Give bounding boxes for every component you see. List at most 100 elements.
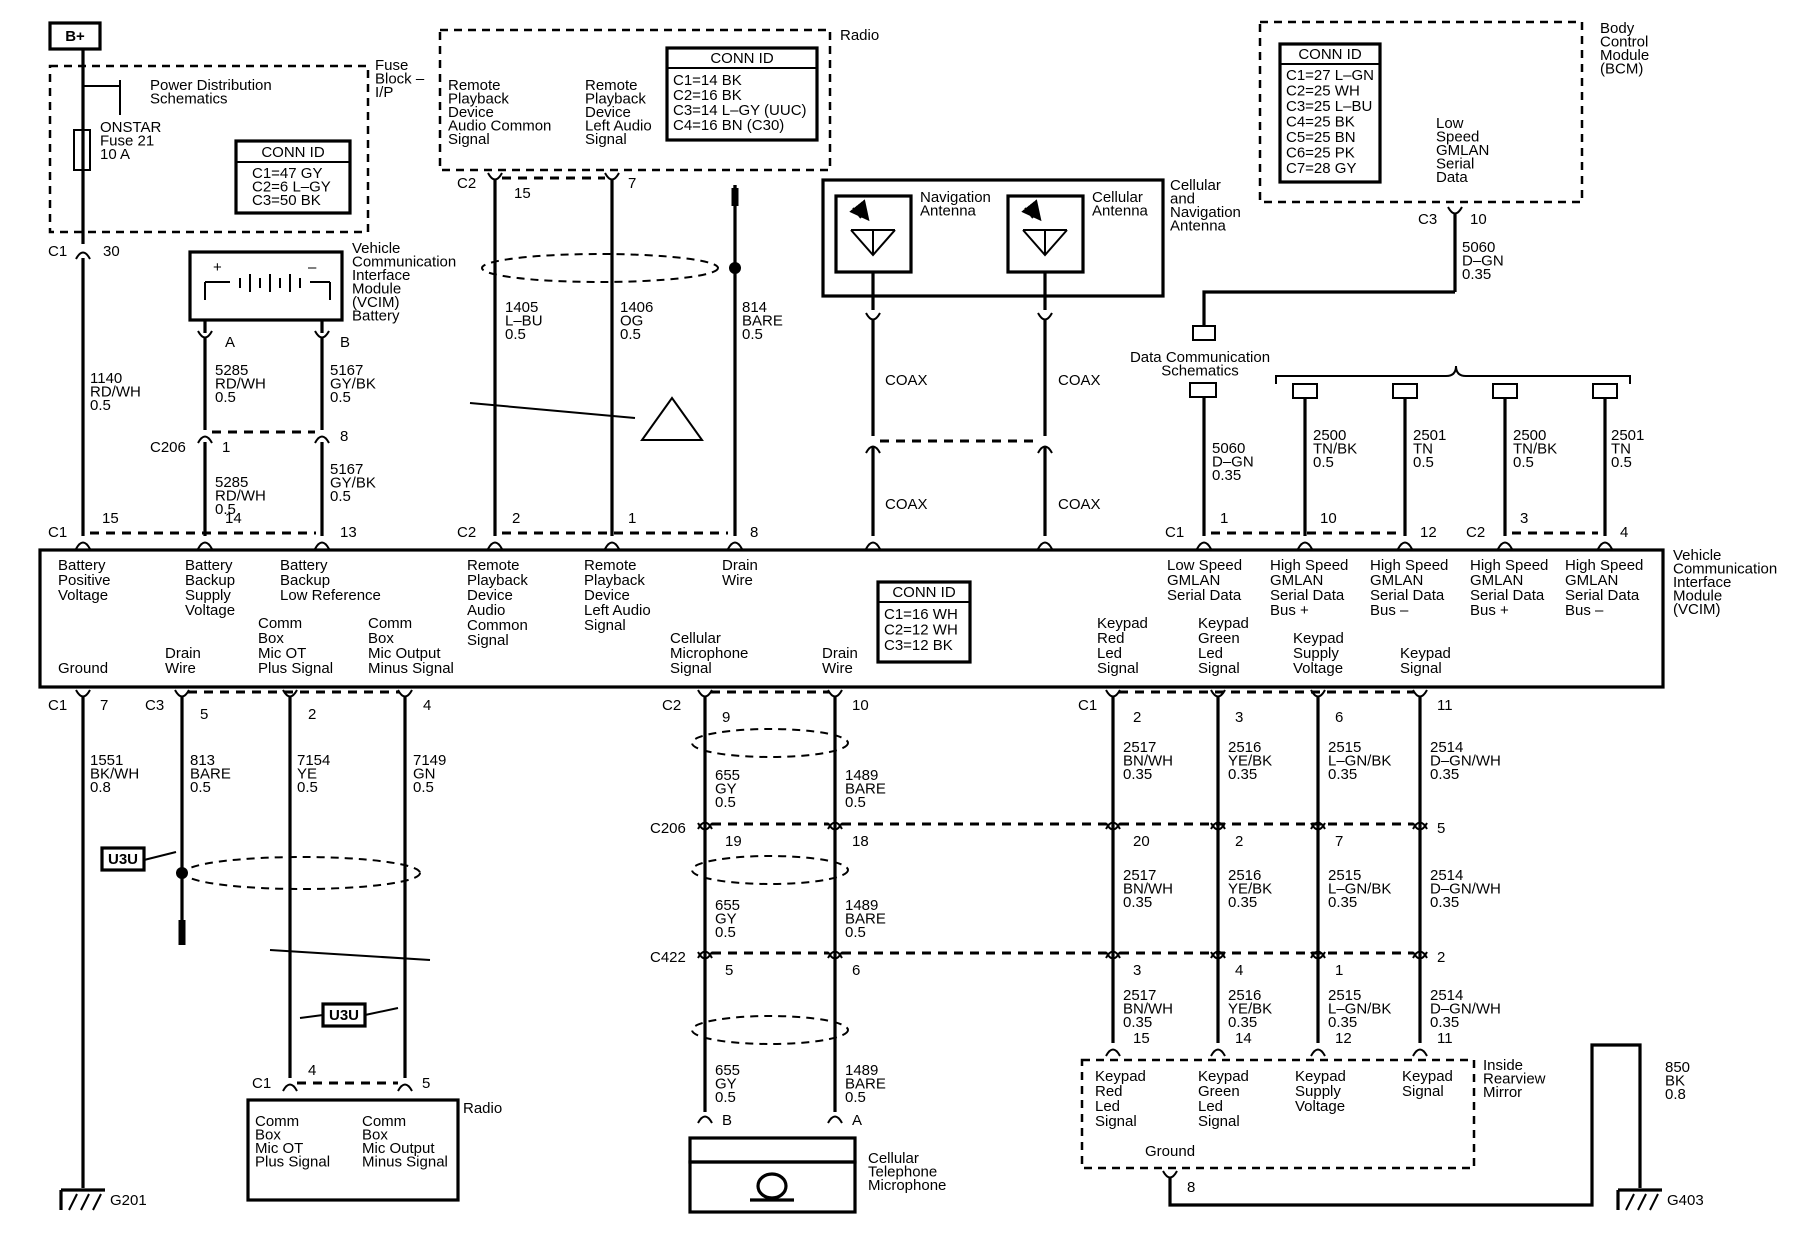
wire-label-2517: 2517: [1123, 867, 1156, 884]
pin-number: 1: [628, 510, 636, 527]
wire-label-2516: YE/BK: [1228, 753, 1272, 770]
vcim-pin-label: Green: [1198, 630, 1240, 647]
conn-c2: C2: [1466, 524, 1485, 541]
vcim-pin-label: Device: [584, 587, 630, 604]
vcim-pin-label: Battery: [58, 557, 106, 574]
fuse-conn-id-title: CONN ID: [261, 144, 325, 161]
wire-label-7154: YE: [297, 766, 317, 783]
bcm-signal: Low: [1436, 115, 1464, 132]
antenna-box: [821, 178, 1165, 298]
connector-pin: [1037, 312, 1053, 321]
pin-number: B: [340, 334, 350, 351]
fuse-conn-id-line: C2=6 L–GY: [252, 179, 331, 196]
wire-label-2500: 0.5: [1313, 454, 1334, 471]
wire-label-2501: TN: [1413, 441, 1433, 458]
shield-radio: [481, 253, 719, 283]
wire-label-814: BARE: [742, 313, 783, 330]
battery-title: Communication: [352, 254, 456, 271]
wire-label-1489: 0.5: [845, 794, 866, 811]
microphone-title: Cellular: [868, 1150, 919, 1167]
wire-label-2514: 2514: [1430, 739, 1463, 756]
wire-label-2501: 0.5: [1413, 454, 1434, 471]
conn-c1: C1: [48, 524, 67, 541]
mirror-pin: [1105, 1048, 1121, 1057]
pin-number: 4: [1235, 962, 1243, 979]
wire-label-1489: 0.5: [845, 924, 866, 941]
vcim-title: Vehicle: [1673, 547, 1721, 564]
mirror-pin-label: Signal: [1198, 1113, 1240, 1130]
vcim-pin-label: Remote: [467, 557, 520, 574]
ground-hatch: [1625, 1193, 1635, 1211]
wire-label-1406: 1406: [620, 299, 653, 316]
data-communication-schematics: Schematics: [1161, 363, 1239, 380]
connector-pin: [75, 251, 91, 260]
u3u-label: U3U: [329, 1007, 359, 1024]
pin-number: 20: [1133, 833, 1150, 850]
mirror-pin: [1412, 1048, 1428, 1057]
wire-label-5167: GY/BK: [330, 475, 376, 492]
battery-plus: +: [213, 259, 222, 276]
vcim-pin-label: Mic OT: [258, 645, 306, 662]
fuse-21: [73, 129, 91, 171]
fuse-block-title: I/P: [375, 84, 393, 101]
vcim-pin-label: Bus –: [1565, 602, 1604, 619]
vcim-pin-label: Bus +: [1270, 602, 1309, 619]
connector-pin: [827, 951, 843, 960]
radio-sig-left: Remote: [585, 77, 638, 94]
vcim-pin-label: Serial Data: [1167, 587, 1242, 604]
pin-number: 15: [514, 185, 531, 202]
coax-pin: [1037, 541, 1053, 550]
radio-conn-id-title: CONN ID: [710, 50, 774, 67]
nav-antenna-label: Antenna: [920, 203, 977, 220]
pin-number: 5: [422, 1075, 430, 1092]
wire-label-2501: 2501: [1413, 427, 1446, 444]
wire-label-2514: D–GN/WH: [1430, 1001, 1501, 1018]
wire-label-1489: BARE: [845, 1076, 886, 1093]
wire-label-1551: BK/WH: [90, 766, 139, 783]
vcim-top-pin: [1397, 541, 1413, 550]
conn-c1: C1: [1165, 524, 1184, 541]
pin-number: 11: [1437, 1030, 1453, 1047]
wire-label-5167: 5167: [330, 461, 363, 478]
pin-number: 5: [725, 962, 733, 979]
wire-label-5167: 5167: [330, 362, 363, 379]
bcm-conn-id-line: C7=28 GY: [1286, 160, 1356, 177]
wire-label-7154: 0.5: [297, 779, 318, 796]
wire-label-5167: GY/BK: [330, 376, 376, 393]
mirror-pin-label: Led: [1198, 1098, 1223, 1115]
connector-pin: [697, 950, 713, 959]
vcim-pin-label: Signal: [584, 617, 626, 634]
pin-number: 15: [1133, 1030, 1150, 1047]
wire-label-2515: L–GN/BK: [1328, 753, 1391, 770]
pin-number: 4: [423, 697, 431, 714]
vcim-pin-label: Remote: [584, 557, 637, 574]
vcim-bottom-pin: [1105, 689, 1121, 698]
wire-label-2517: 0.35: [1123, 1014, 1152, 1031]
connector-pin: [604, 172, 620, 181]
bus-connector: [1292, 383, 1318, 399]
fuse-label: Fuse 21: [100, 133, 154, 150]
bus-connector: [1592, 383, 1618, 399]
pin-number: 2: [1437, 949, 1445, 966]
pin-number: 7: [1335, 833, 1343, 850]
pin-number: 19: [725, 833, 742, 850]
vcim-pin-label: High Speed: [1270, 557, 1348, 574]
antenna-wave-icon: [853, 208, 867, 218]
pin-number: 12: [1420, 524, 1437, 541]
vcim-pin-label: Wire: [822, 660, 853, 677]
wire-label-2500: 2500: [1313, 427, 1346, 444]
mirror-ground-label: Ground: [1145, 1143, 1195, 1160]
wire-label-5060: 0.35: [1212, 467, 1241, 484]
wire-label-5285: 0.5: [215, 501, 236, 518]
wire-label-2515: 2515: [1328, 867, 1361, 884]
mirror-pin: [1310, 1048, 1326, 1057]
connector-pin: [314, 330, 330, 339]
vcim-pin-label: Drain: [165, 645, 201, 662]
fuse-block-title: Fuse: [375, 57, 408, 74]
splice-814: [729, 262, 741, 274]
vcim-top-pin: [487, 541, 503, 550]
vcim-pin-label: Signal: [670, 660, 712, 677]
wire-850: [1168, 1043, 1642, 1207]
wire-label-850: BK: [1665, 1073, 1685, 1090]
